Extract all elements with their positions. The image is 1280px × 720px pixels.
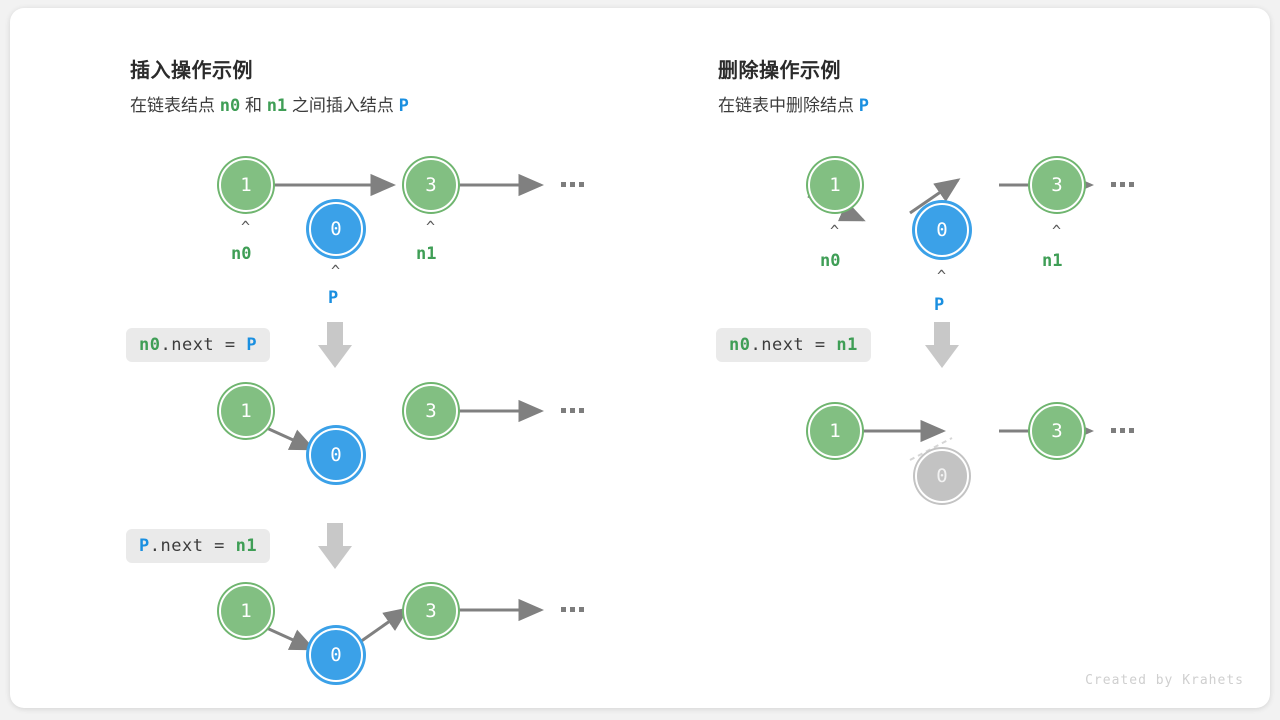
insert-panel: 插入操作示例 在链表结点 n0 和 n1 之间插入结点 P 1 0 3 ^ n0… — [10, 8, 640, 708]
node-n1: 3 — [404, 158, 458, 212]
node-3-step2: 3 — [404, 384, 458, 438]
diagram-card: 插入操作示例 在链表结点 n0 和 n1 之间插入结点 P 1 0 3 ^ n0… — [10, 8, 1270, 708]
insert-subtitle-n0: n0 — [219, 96, 241, 116]
del-down-arrow-icon — [925, 322, 959, 368]
del-node-1-step2: 1 — [808, 404, 862, 458]
chip-lhs: n0 — [139, 335, 161, 355]
del-label-n0: n0 — [820, 251, 841, 271]
del-caret-icon-p: ^ — [937, 267, 947, 285]
delete-subtitle-p: P — [858, 96, 869, 116]
node-1-step2: 1 — [219, 384, 273, 438]
node-1-step3: 1 — [219, 584, 273, 638]
ellipsis-dots — [561, 182, 584, 187]
node-0-step3: 0 — [309, 628, 363, 682]
code-chip-p-next-n1: P.next = n1 — [126, 529, 271, 563]
chip-rhs-2: n1 — [235, 536, 258, 556]
del-node-0-removed: 0 — [915, 449, 969, 503]
insert-panel-subtitle: 在链表结点 n0 和 n1 之间插入结点 P — [130, 91, 409, 116]
del-label-p: P — [934, 295, 945, 315]
del-caret-icon-n0: ^ — [830, 222, 840, 240]
node-p: 0 — [309, 202, 363, 256]
footer-credit: Created by Krahets — [1085, 673, 1244, 688]
delete-panel-title: 删除操作示例 — [718, 60, 841, 82]
chip-mid: .next = — [160, 335, 247, 355]
del-node-n0: 1 — [808, 158, 862, 212]
del-node-3-step2: 3 — [1030, 404, 1084, 458]
node-0-step2: 0 — [309, 428, 363, 482]
delete-panel: 删除操作示例 在链表中删除结点 P 1 0 3 ^ n0 ^ P ^ n1 n0… — [640, 8, 1270, 708]
ellipsis-dots-step3 — [561, 607, 584, 612]
label-n1: n1 — [416, 244, 437, 264]
del-chip-mid: .next = — [750, 335, 837, 355]
chip-lhs-2: P — [139, 536, 150, 556]
del-node-p: 0 — [915, 203, 969, 257]
ellipsis-dots-step2 — [561, 408, 584, 413]
del-caret-icon-n1: ^ — [1052, 222, 1062, 240]
chip-rhs: P — [246, 335, 258, 355]
del-chip-lhs: n0 — [729, 335, 751, 355]
insert-subtitle-text-2: 和 — [244, 96, 262, 115]
chip-mid-2: .next = — [149, 536, 236, 556]
insert-edges — [259, 173, 544, 651]
node-n0: 1 — [219, 158, 273, 212]
del-ellipsis-dots — [1111, 182, 1134, 187]
caret-icon-p: ^ — [331, 262, 341, 280]
delete-panel-subtitle: 在链表中删除结点 P — [718, 91, 869, 116]
label-p: P — [328, 288, 339, 308]
insert-subtitle-p: P — [398, 96, 409, 116]
del-label-n1: n1 — [1042, 251, 1063, 271]
delete-edges — [807, 173, 1094, 461]
code-chip-n0-next-p: n0.next = P — [126, 328, 271, 362]
down-arrow-icon-2 — [318, 523, 352, 569]
caret-icon-n1: ^ — [426, 218, 436, 236]
down-arrow-icon-1 — [318, 322, 352, 368]
insert-subtitle-text-1: 在链表结点 — [130, 96, 215, 115]
insert-panel-title: 插入操作示例 — [130, 60, 253, 82]
code-chip-n0-next-n1: n0.next = n1 — [716, 328, 871, 362]
del-chip-rhs: n1 — [836, 335, 858, 355]
del-node-n1: 3 — [1030, 158, 1084, 212]
insert-subtitle-n1: n1 — [266, 96, 288, 116]
node-3-step3: 3 — [404, 584, 458, 638]
insert-subtitle-text-3: 之间插入结点 — [291, 96, 394, 115]
label-n0: n0 — [231, 244, 252, 264]
delete-subtitle-text-1: 在链表中删除结点 — [718, 96, 854, 115]
caret-icon-n0: ^ — [241, 218, 251, 236]
del-ellipsis-dots-step2 — [1111, 428, 1134, 433]
